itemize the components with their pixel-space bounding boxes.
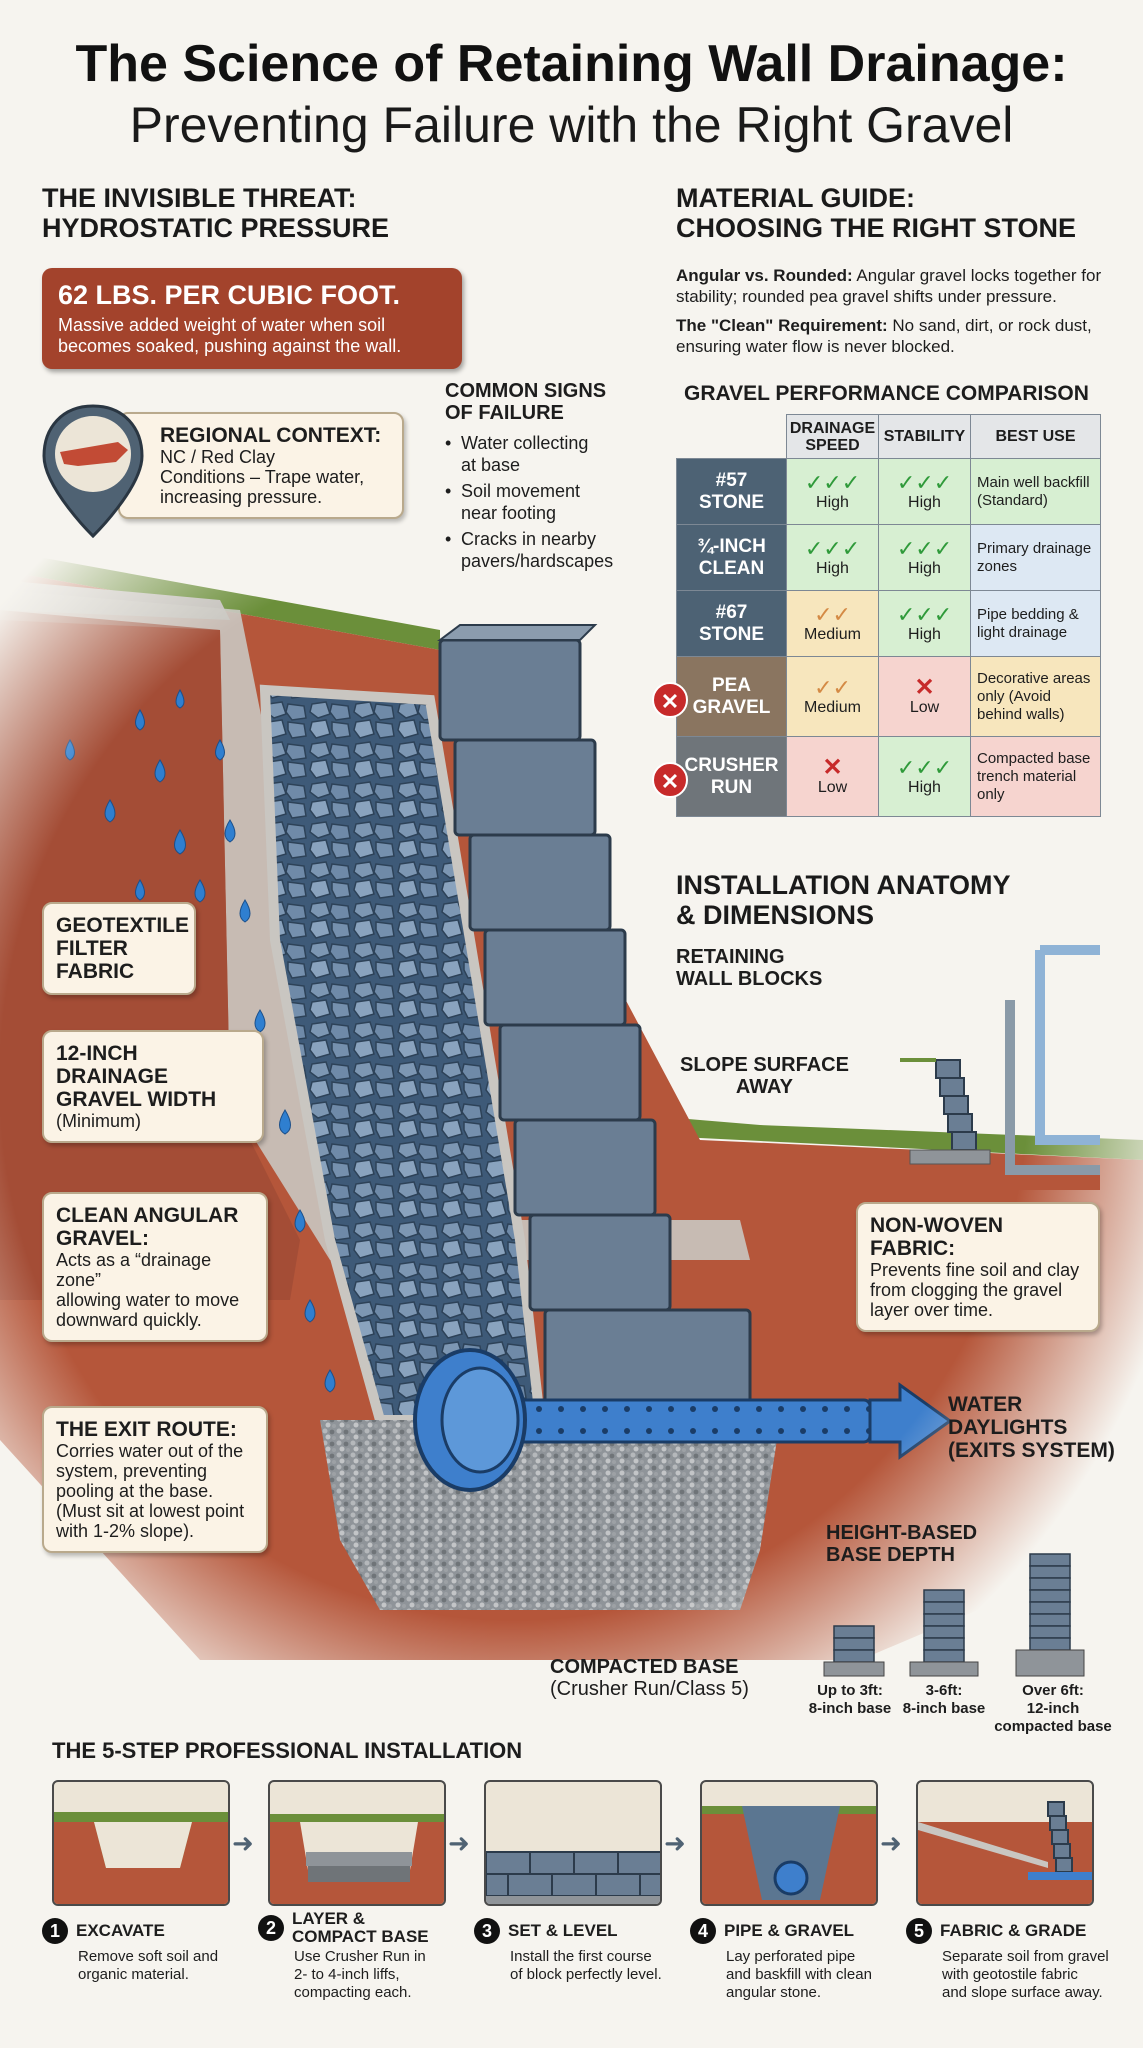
col-drainage-speed: DRAINAGE SPEED [786,414,879,459]
non-woven-fabric-card: NON-WOVEN FABRIC: Prevents fine soil and… [856,1202,1100,1332]
check-icon: ✓✓✓ [804,535,861,561]
comparison-title: GRAVEL PERFORMANCE COMPARISON [684,382,1089,405]
check-icon: ✓✓✓ [896,754,953,780]
step-2-illustration [268,1780,446,1906]
avoid-x-icon: ✕ [652,762,688,798]
avoid-x-icon: ✕ [652,682,688,718]
regional-context-card: REGIONAL CONTEXT: NC / Red Clay Conditio… [118,412,404,519]
exit-route-label: THE EXIT ROUTE: Corries water out of the… [42,1406,268,1553]
material-heading: MATERIAL GUIDE:CHOOSING THE RIGHT STONE [676,183,1077,243]
threat-heading: THE INVISIBLE THREAT:HYDROSTATIC PRESSUR… [42,183,390,243]
step-4-illustration [700,1780,878,1906]
regional-title: REGIONAL CONTEXT: [160,424,382,447]
base-depth-diagram [823,1553,1085,1677]
anatomy-mini-diagram [900,945,1100,1190]
arrow-right-icon: ➜ [880,1828,902,1858]
arrow-right-icon: ➜ [664,1828,686,1858]
check-icon: ✓✓✓ [896,469,953,495]
steps-heading: THE 5-STEP PROFESSIONAL INSTALLATION [52,1738,523,1763]
check-icon: ✓✓ [814,601,851,627]
step-5-illustration [916,1780,1094,1906]
col-best-use: BEST USE [970,414,1101,459]
step-1-illustration [52,1780,230,1906]
pressure-stat-card: 62 LBS. PER CUBIC FOOT. Massive added we… [42,268,462,369]
page-title: The Science of Retaining Wall Drainage: [75,35,1068,93]
base-depth-item: 3-6ft:8-inch base [902,1682,986,1717]
check-icon: ✓✓✓ [896,535,953,561]
anatomy-heading: INSTALLATION ANATOMY& DIMENSIONS [676,870,1011,930]
x-icon: ✕ [914,673,935,701]
check-icon: ✓✓✓ [804,469,861,495]
pressure-stat: 62 LBS. PER CUBIC FOOT. [58,280,401,310]
compacted-base-label: COMPACTED BASE(Crusher Run/Class 5) [550,1656,749,1700]
arrow-right-icon: ➜ [448,1828,470,1858]
base-depth-item: Up to 3ft:8-inch base [808,1682,892,1717]
col-stability: STABILITY [878,414,971,459]
arrow-right-icon: ➜ [232,1828,254,1858]
check-icon: ✓✓ [814,674,851,700]
page-subtitle: Preventing Failure with the Right Gravel [129,97,1014,153]
map-pin-icon [42,404,144,539]
x-icon: ✕ [822,753,843,781]
material-guide-text: Angular vs. Rounded: Angular gravel lock… [676,266,1102,356]
check-icon: ✓✓✓ [896,601,953,627]
step-3-illustration [484,1780,662,1906]
